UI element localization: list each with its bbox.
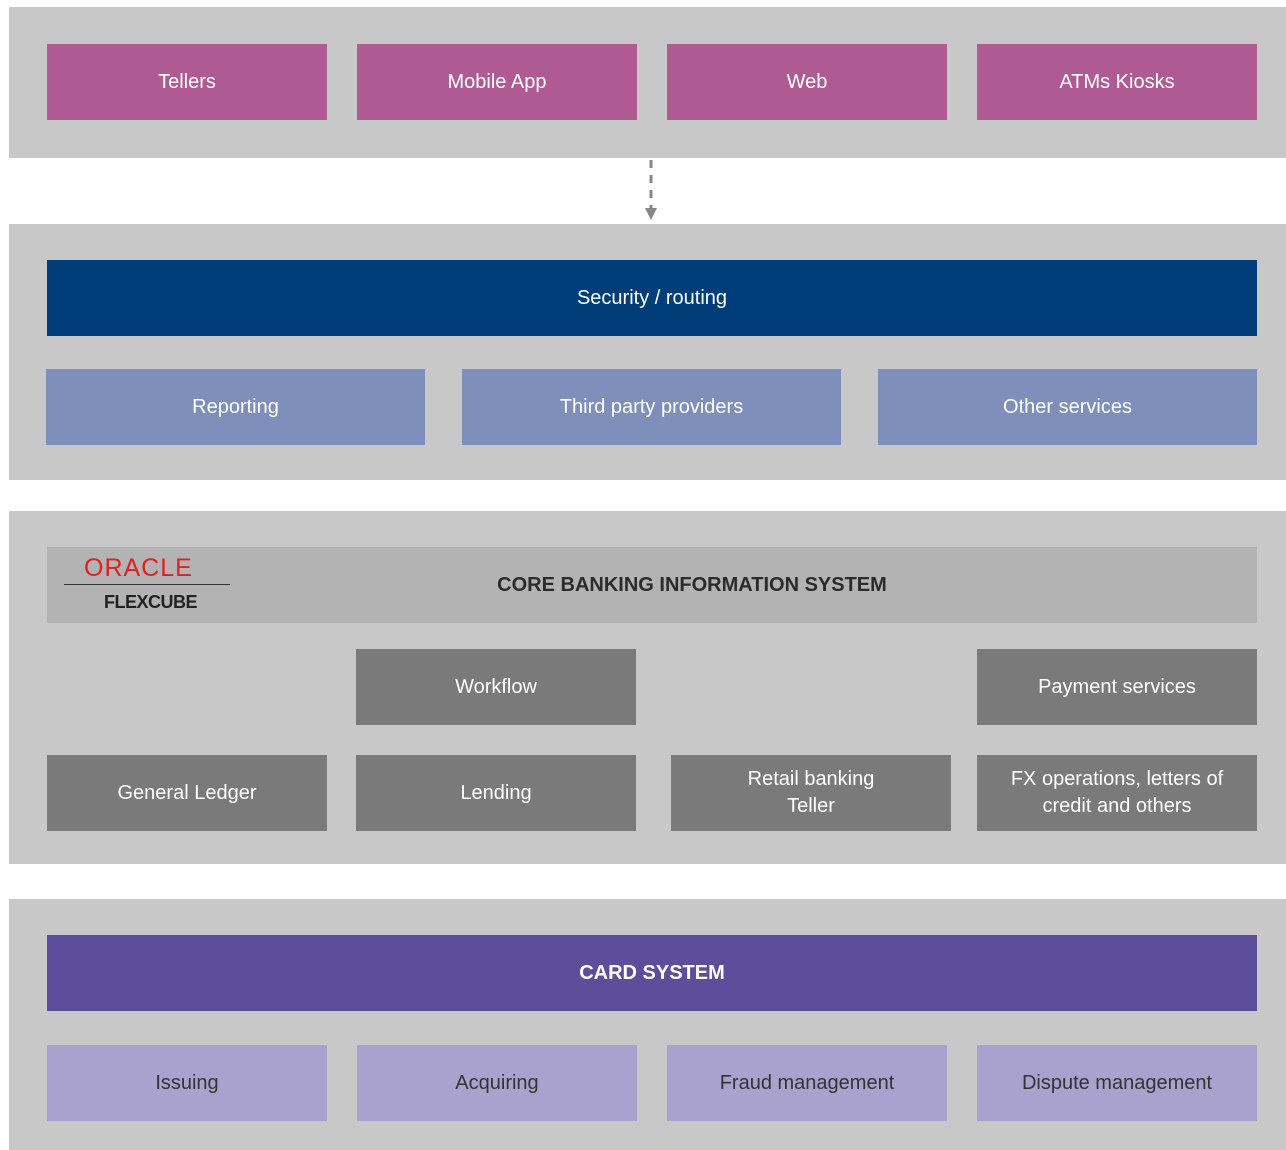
card-system-header: CARD SYSTEM xyxy=(47,935,1257,1011)
oracle-logo-text: ORACLE xyxy=(84,554,193,582)
card-fraud-management: Fraud management xyxy=(667,1045,947,1121)
module-retail-banking-teller: Retail banking Teller xyxy=(671,755,951,831)
card-acquiring: Acquiring xyxy=(357,1045,637,1121)
oracle-flexcube-logo: ORACLE FLEXCUBE xyxy=(64,552,230,616)
retail-banking-line1: Retail banking xyxy=(747,768,875,790)
fx-operations-line2: credit and others xyxy=(1042,795,1192,817)
module-workflow: Workflow xyxy=(356,649,636,725)
fx-operations-line1: FX operations, letters of xyxy=(1010,768,1224,790)
module-payment-services: Payment services xyxy=(977,649,1257,725)
channel-web: Web xyxy=(667,44,947,120)
channel-tellers: Tellers xyxy=(47,44,327,120)
module-general-ledger: General Ledger xyxy=(47,755,327,831)
security-routing-bar: Security / routing xyxy=(47,260,1257,336)
card-dispute-management: Dispute management xyxy=(977,1045,1257,1121)
retail-banking-line2: Teller xyxy=(787,795,835,817)
module-fx-operations: FX operations, letters of credit and oth… xyxy=(977,755,1257,831)
logo-divider xyxy=(64,584,230,585)
dashed-down-arrow-icon xyxy=(645,160,657,220)
service-reporting: Reporting xyxy=(46,369,425,445)
flexcube-logo-text: FLEXCUBE xyxy=(104,592,198,612)
core-banking-title: CORE BANKING INFORMATION SYSTEM xyxy=(497,573,887,596)
card-issuing: Issuing xyxy=(47,1045,327,1121)
module-lending: Lending xyxy=(356,755,636,831)
service-third-party-providers: Third party providers xyxy=(462,369,841,445)
channel-atms-kiosks: ATMs Kiosks xyxy=(977,44,1257,120)
core-banking-header: ORACLE FLEXCUBE CORE BANKING INFORMATION… xyxy=(47,547,1257,623)
channel-mobile-app: Mobile App xyxy=(357,44,637,120)
service-other-services: Other services xyxy=(878,369,1257,445)
